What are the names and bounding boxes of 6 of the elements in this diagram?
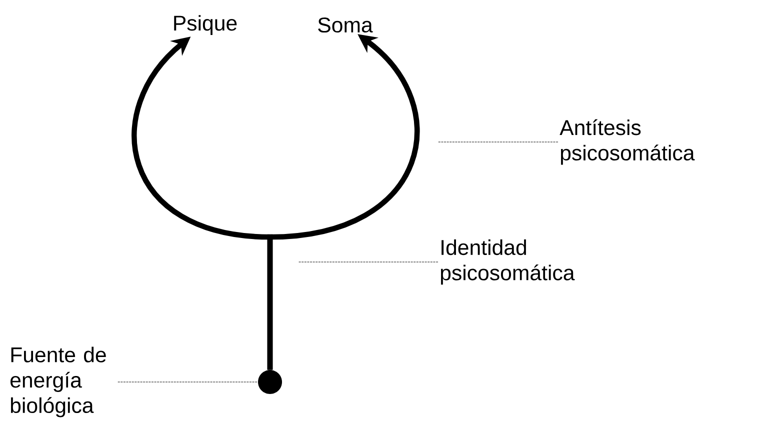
dot bbox=[258, 370, 282, 394]
node-label: Psique bbox=[174, 15, 237, 35]
node-label: Antítesis psicosomática bbox=[560, 119, 695, 165]
node-label: Fuente de energía biológica bbox=[10, 346, 106, 418]
node-label: Identidad psicosomática bbox=[440, 239, 575, 285]
node-label: Soma bbox=[318, 17, 373, 33]
